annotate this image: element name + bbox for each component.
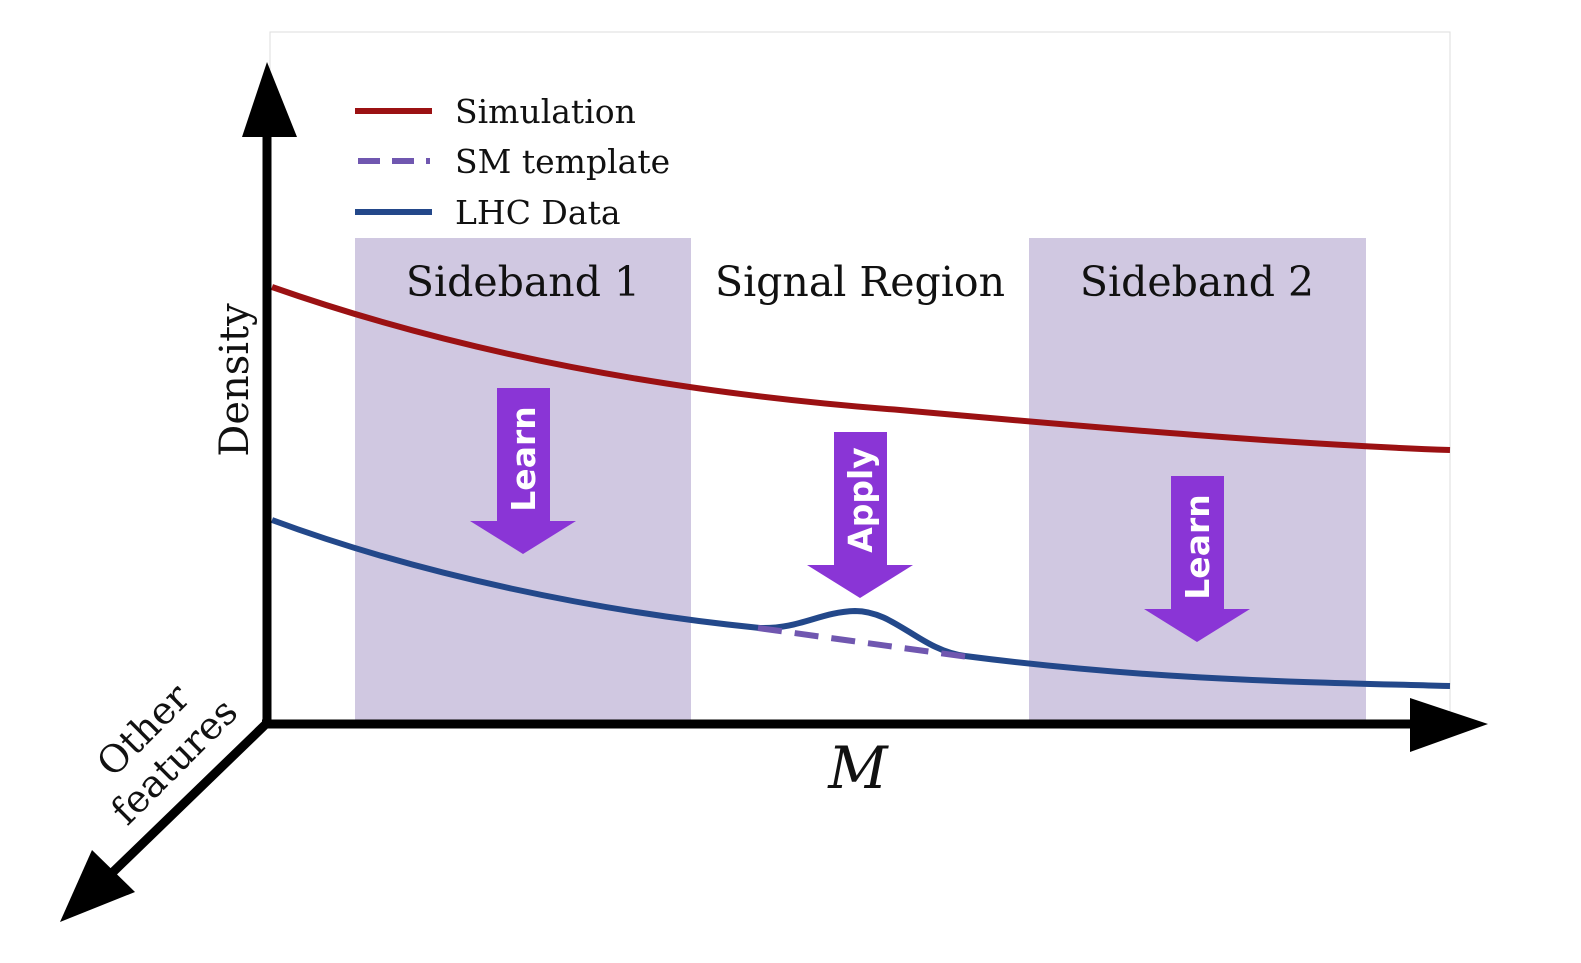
axes (60, 62, 1488, 922)
y-axis-label: Density (212, 303, 258, 457)
legend-sm-template-label: SM template (455, 142, 670, 181)
learn-arrow-1-shape (470, 388, 576, 554)
z-axis-arrowhead (60, 850, 135, 922)
legend: Simulation SM template LHC Data (355, 92, 670, 232)
z-axis-label: Other features (88, 675, 246, 834)
apply-arrow-shape (807, 432, 913, 598)
simulation-curve (271, 284, 1451, 453)
y-axis-arrowhead (242, 62, 297, 137)
z-axis-line (108, 718, 272, 877)
legend-lhc-data-label: LHC Data (455, 193, 621, 232)
sideband1-label: Sideband 1 (406, 258, 640, 306)
learn-arrow-2-label: Learn (1178, 494, 1217, 599)
learn-arrow-2-shape (1144, 476, 1250, 642)
x-axis-arrowhead (1410, 698, 1488, 752)
signal-region-label: Signal Region (715, 258, 1005, 306)
x-axis-label: M (827, 734, 889, 802)
apply-arrow: Apply (807, 432, 913, 598)
apply-arrow-label: Apply (841, 447, 880, 553)
legend-simulation-label: Simulation (455, 92, 636, 131)
learn-arrow-2: Learn (1144, 476, 1250, 642)
learn-arrow-1-label: Learn (504, 406, 543, 511)
lhc-data-curve (270, 517, 1451, 689)
learn-arrow-1: Learn (470, 388, 576, 554)
sideband2-label: Sideband 2 (1080, 258, 1314, 306)
